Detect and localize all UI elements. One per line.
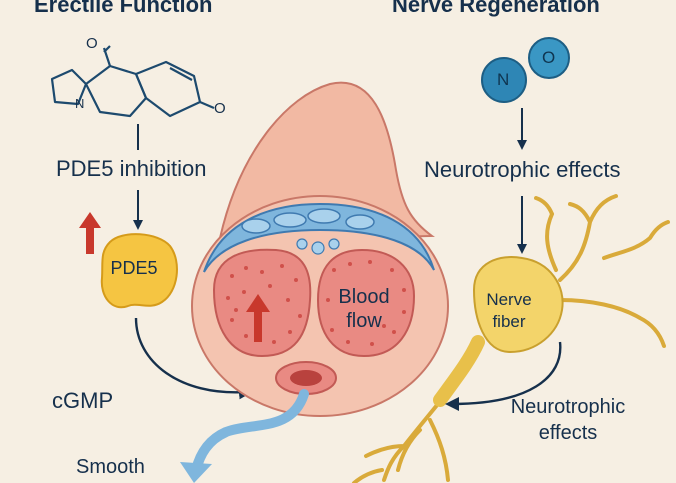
increase-arrow-icon (79, 212, 101, 254)
no-atom-o: O (542, 48, 556, 67)
penis-tissue-illustration (191, 81, 449, 417)
title-nerve-regeneration: Nerve Regeneration (392, 0, 600, 17)
nitric-oxide-molecule (481, 37, 570, 103)
nerve-axon (433, 335, 485, 407)
label-pde5-inhibition: PDE5 inhibition (56, 156, 207, 181)
label-smooth: Smooth (76, 456, 145, 478)
atom-nitrogen: N (75, 96, 85, 111)
chemical-structure (50, 45, 215, 118)
smooth-muscle-arrow (191, 389, 309, 475)
label-neurotrophic-effects-top: Neurotrophic effects (424, 157, 621, 182)
label-nerve-fiber: Nerve fiber (486, 290, 532, 331)
blood-flow-increase-icon (246, 294, 270, 342)
nerve-cell-body (472, 256, 564, 354)
atom-oxygen-right: O (214, 100, 226, 117)
nerve-fiber-illustration (352, 194, 670, 483)
label-neurotrophic-effects-bottom: Neurotrophic effects (510, 396, 626, 444)
pde5-enzyme-shape (100, 233, 178, 309)
label-pde5: PDE5 (110, 258, 158, 278)
atom-oxygen-top: O (86, 35, 98, 52)
smooth-arrow-head (180, 462, 212, 483)
arrow-to-tissue (134, 317, 253, 400)
label-blood-flow: Blood flow (338, 286, 390, 332)
arrow-to-nerve-effects (445, 341, 562, 411)
label-cgmp: cGMP (52, 388, 114, 413)
title-erectile-function: Erectile Function (34, 0, 213, 17)
no-atom-n: N (497, 70, 510, 89)
